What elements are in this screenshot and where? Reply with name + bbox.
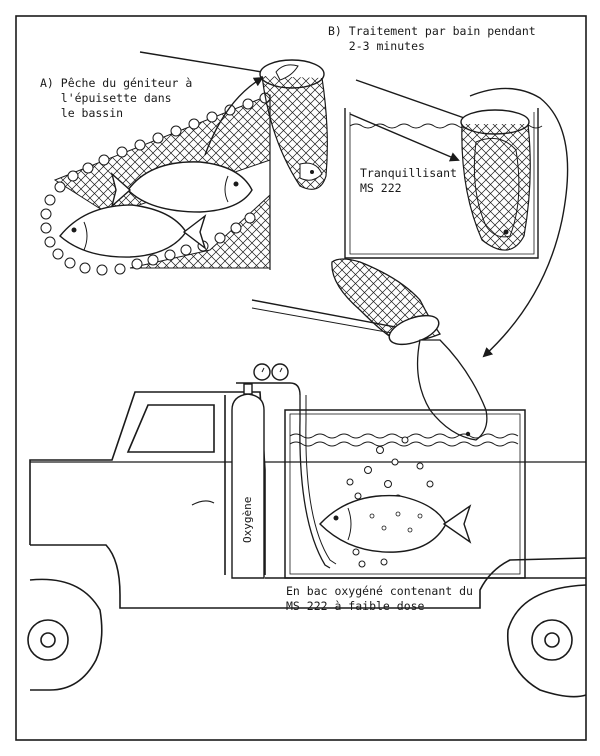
arrow-net-to-bath <box>349 113 460 162</box>
tank-outline <box>284 409 526 579</box>
fish-pond-lower <box>59 204 207 258</box>
label-tank: En bac oxygéné contenant du MS 222 à fai… <box>286 584 473 613</box>
truck-chassis <box>30 544 587 609</box>
hand-net-transfer <box>251 258 488 441</box>
fish-pond-upper <box>110 161 253 213</box>
label-tranquillizer: Tranquillisant MS 222 <box>360 166 457 195</box>
label-step-b: B) Traitement par bain pendant 2-3 minut… <box>328 24 536 53</box>
truck-cab <box>29 391 266 575</box>
oxygen-cylinder <box>231 363 301 579</box>
seine-net-pond <box>40 92 271 276</box>
truck-window <box>126 404 215 453</box>
treatment-bath <box>344 79 543 259</box>
label-oxygen: Oxygène <box>241 496 254 543</box>
arrow-bath-to-truck <box>469 87 569 358</box>
rear-wheel <box>507 584 587 698</box>
air-hose <box>299 395 331 569</box>
bath-tank-outline <box>344 108 539 259</box>
label-step-a: A) Pêche du géniteur à l'épuisette dans … <box>40 76 193 120</box>
transport-tank <box>284 395 526 579</box>
net-floats <box>40 92 271 276</box>
page-frame <box>15 15 587 741</box>
arrow-pond-to-net <box>204 76 264 156</box>
hand-net-a <box>139 51 328 190</box>
front-wheel <box>29 578 103 691</box>
fish-in-tank <box>319 494 472 553</box>
truck <box>27 391 587 698</box>
